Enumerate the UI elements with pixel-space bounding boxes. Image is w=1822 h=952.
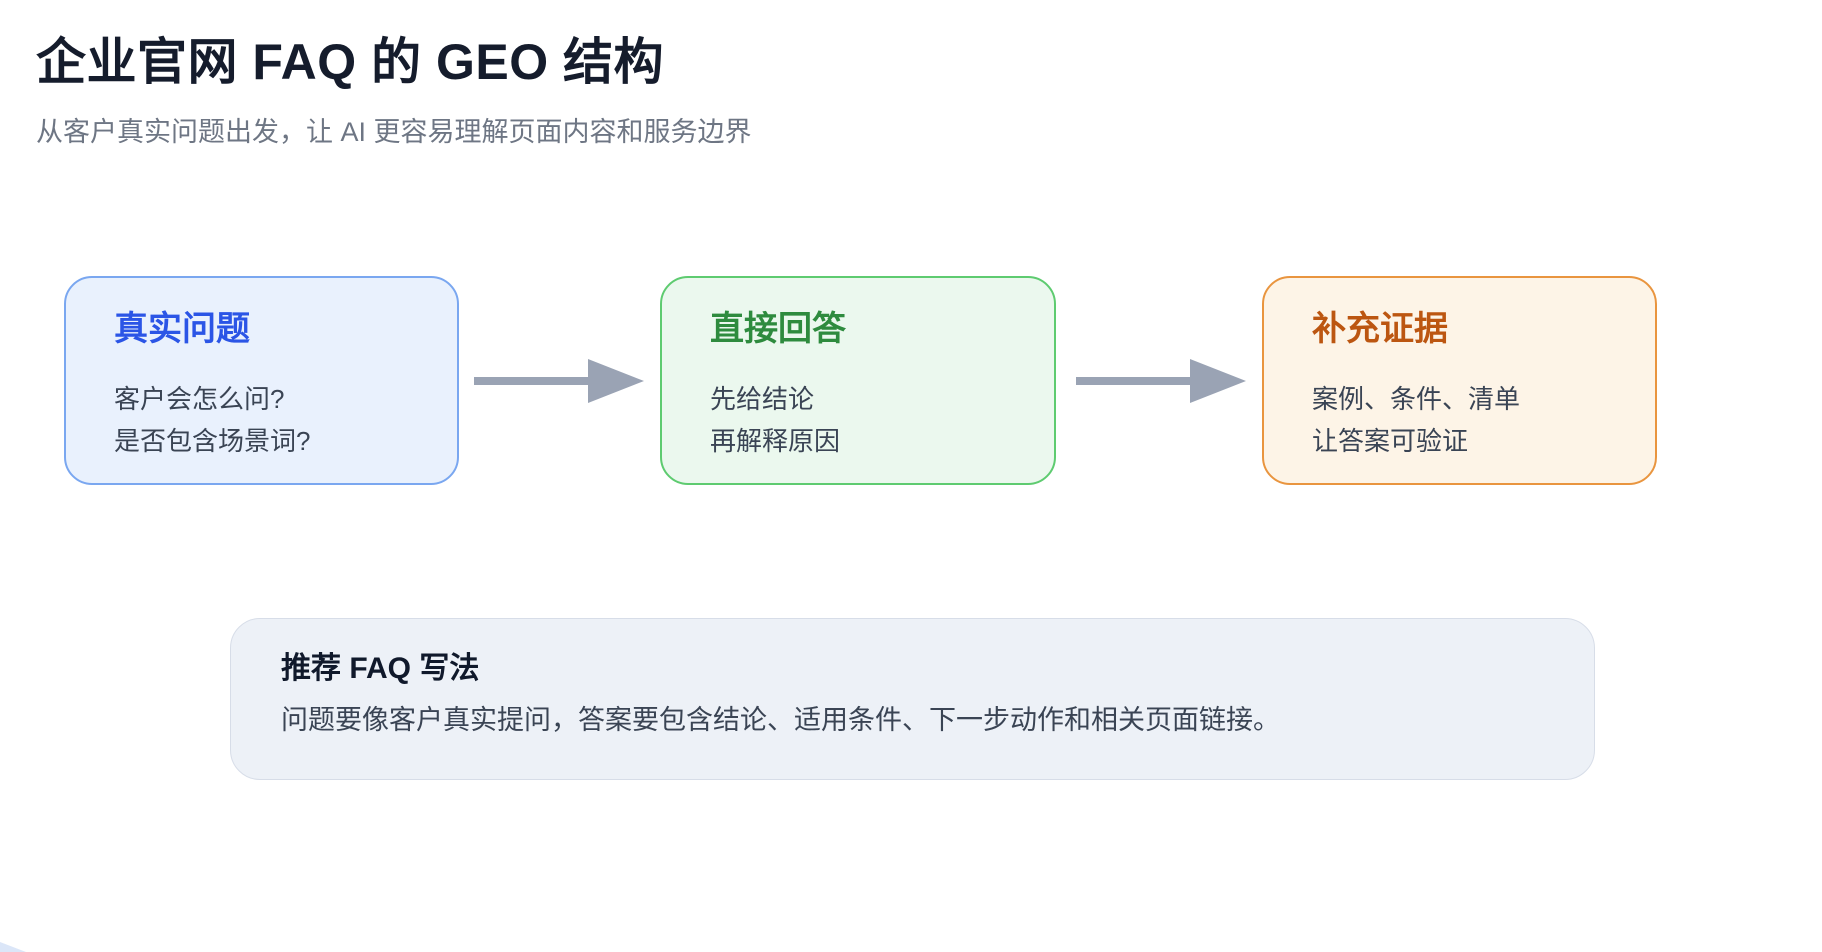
flow-arrow-icon [474, 359, 644, 403]
flow-arrow-icon [1076, 359, 1246, 403]
step-title: 补充证据 [1312, 310, 1448, 348]
step-title: 真实问题 [114, 310, 250, 348]
note-body: 问题要像客户真实提问，答案要包含结论、适用条件、下一步动作和相关页面链接。 [281, 705, 1280, 735]
step-card-real-question: 真实问题 客户会怎么问? 是否包含场景词? [64, 276, 459, 485]
step-line: 客户会怎么问? [114, 384, 285, 414]
step-line: 案例、条件、清单 [1312, 384, 1521, 414]
step-title: 直接回答 [710, 310, 846, 348]
page-title: 企业官网 FAQ 的 GEO 结构 [36, 34, 664, 90]
page-subtitle: 从客户真实问题出发，让 AI 更容易理解页面内容和服务边界 [36, 117, 752, 147]
note-title: 推荐 FAQ 写法 [281, 652, 480, 685]
step-line: 先给结论 [710, 384, 815, 414]
step-line: 再解释原因 [710, 426, 841, 456]
step-line: 让答案可验证 [1312, 426, 1469, 456]
step-card-direct-answer: 直接回答 先给结论 再解释原因 [660, 276, 1056, 485]
step-card-supporting-evidence: 补充证据 案例、条件、清单 让答案可验证 [1262, 276, 1657, 485]
step-line: 是否包含场景词? [114, 426, 311, 456]
bottom-left-card-corner [0, 942, 26, 952]
recommendation-note-panel: 推荐 FAQ 写法 问题要像客户真实提问，答案要包含结论、适用条件、下一步动作和… [230, 618, 1595, 780]
